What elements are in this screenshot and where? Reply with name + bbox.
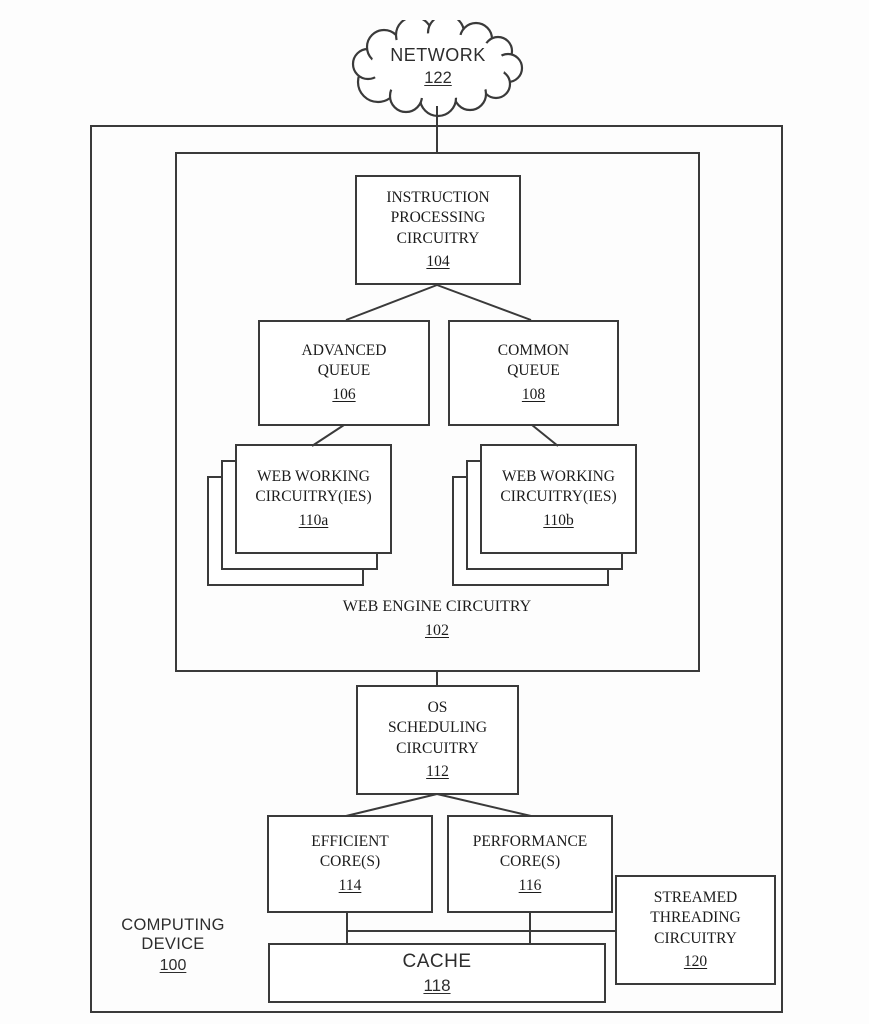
web-working-a-label: WEB WORKING CIRCUITRY(IES) [255, 467, 372, 506]
instruction-processing-label: INSTRUCTION PROCESSING CIRCUITRY [386, 188, 490, 247]
streamed-threading-label: STREAMED THREADING CIRCUITRY [650, 888, 741, 947]
network-label: NETWORK [390, 44, 486, 65]
common-queue-box: COMMON QUEUE 108 [448, 320, 619, 426]
os-scheduling-ref: 112 [426, 762, 449, 780]
performance-cores-label: PERFORMANCE CORE(S) [472, 832, 588, 871]
computing-device-label: COMPUTING DEVICE [121, 916, 225, 953]
cache-label: CACHE [402, 950, 472, 972]
cache-box: CACHE 118 [268, 943, 606, 1003]
web-engine-caption: WEB ENGINE CIRCUITRY 102 [287, 596, 587, 641]
web-working-a-box: WEB WORKING CIRCUITRY(IES) 110a [235, 444, 392, 554]
common-queue-label: COMMON QUEUE [497, 341, 570, 380]
instruction-processing-box: INSTRUCTION PROCESSING CIRCUITRY 104 [355, 175, 521, 285]
network-node: NETWORK 122 [340, 20, 536, 112]
cache-ref: 118 [423, 975, 451, 995]
os-scheduling-box: OS SCHEDULING CIRCUITRY 112 [356, 685, 519, 795]
web-working-a-ref: 110a [298, 511, 329, 529]
efficient-cores-ref: 114 [338, 876, 362, 894]
network-cloud-icon [351, 20, 524, 118]
web-working-b-label: WEB WORKING CIRCUITRY(IES) [500, 467, 617, 506]
performance-cores-box: PERFORMANCE CORE(S) 116 [447, 815, 613, 913]
computing-device-caption: COMPUTING DEVICE 100 [100, 916, 246, 975]
web-engine-ref: 102 [425, 622, 449, 640]
common-queue-ref: 108 [521, 385, 546, 403]
os-scheduling-label: OS SCHEDULING CIRCUITRY [387, 698, 488, 757]
streamed-threading-box: STREAMED THREADING CIRCUITRY 120 [615, 875, 776, 985]
network-ref: 122 [424, 68, 452, 87]
advanced-queue-ref: 106 [332, 385, 356, 403]
performance-cores-ref: 116 [518, 876, 542, 894]
efficient-cores-box: EFFICIENT CORE(S) 114 [267, 815, 433, 913]
advanced-queue-label: ADVANCED QUEUE [301, 341, 387, 380]
instruction-processing-ref: 104 [426, 252, 450, 270]
computing-device-ref: 100 [159, 957, 187, 974]
advanced-queue-box: ADVANCED QUEUE 106 [258, 320, 430, 426]
web-engine-label: WEB ENGINE CIRCUITRY [342, 598, 532, 615]
web-working-b-box: WEB WORKING CIRCUITRY(IES) 110b [480, 444, 637, 554]
streamed-threading-ref: 120 [683, 952, 708, 970]
efficient-cores-label: EFFICIENT CORE(S) [311, 832, 389, 871]
web-working-b-ref: 110b [543, 511, 574, 529]
